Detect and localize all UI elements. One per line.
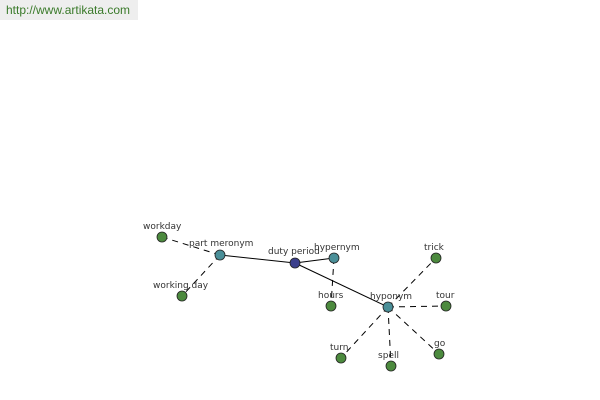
edge-hyponym-turn [340, 306, 389, 359]
node-label-hypernym[interactable]: hypernym [314, 243, 360, 253]
edge-duty-period-hypernym [294, 257, 335, 264]
node-tour[interactable] [440, 300, 452, 312]
edge-duty-period-hyponym [294, 262, 389, 308]
node-label-trick[interactable]: trick [424, 243, 445, 253]
node-label-turn[interactable]: turn [330, 343, 348, 353]
nodes-layer [156, 231, 452, 372]
node-go[interactable] [433, 348, 445, 360]
node-hyponym[interactable] [382, 301, 394, 313]
node-label-spell[interactable]: spell [378, 351, 399, 361]
edge-hyponym-go [387, 306, 440, 355]
node-label-working-day[interactable]: working day [153, 281, 209, 291]
labels-layer: duty period part meronym hypernym hyponym wo… [143, 222, 455, 361]
node-label-go[interactable]: go [434, 339, 446, 349]
edge-hyponym-spell [387, 306, 392, 367]
node-label-duty-period[interactable]: duty period [268, 247, 320, 257]
edge-part-meronym-working-day [181, 254, 221, 297]
edge-duty-period-part-meronym [219, 254, 296, 264]
node-spell[interactable] [385, 360, 397, 372]
edges-layer [161, 236, 447, 367]
site-url-link[interactable]: http://www.artikata.com [0, 0, 138, 20]
node-label-hyponym[interactable]: hyponym [370, 292, 412, 302]
node-label-workday[interactable]: workday [143, 222, 182, 232]
node-working-day[interactable] [176, 290, 188, 302]
node-label-tour[interactable]: tour [436, 291, 455, 301]
node-label-hours[interactable]: hours [318, 291, 344, 301]
node-workday[interactable] [156, 231, 168, 243]
edge-hypernym-hours [330, 257, 335, 307]
edge-hyponym-trick [387, 257, 437, 308]
edge-hyponym-tour [387, 305, 447, 308]
node-hours[interactable] [325, 300, 337, 312]
node-hypernym[interactable] [328, 252, 340, 264]
node-part-meronym[interactable] [214, 249, 226, 261]
node-trick[interactable] [430, 252, 442, 264]
node-duty-period[interactable] [289, 257, 301, 269]
node-turn[interactable] [335, 352, 347, 364]
node-label-part-meronym[interactable]: part meronym [189, 239, 253, 249]
